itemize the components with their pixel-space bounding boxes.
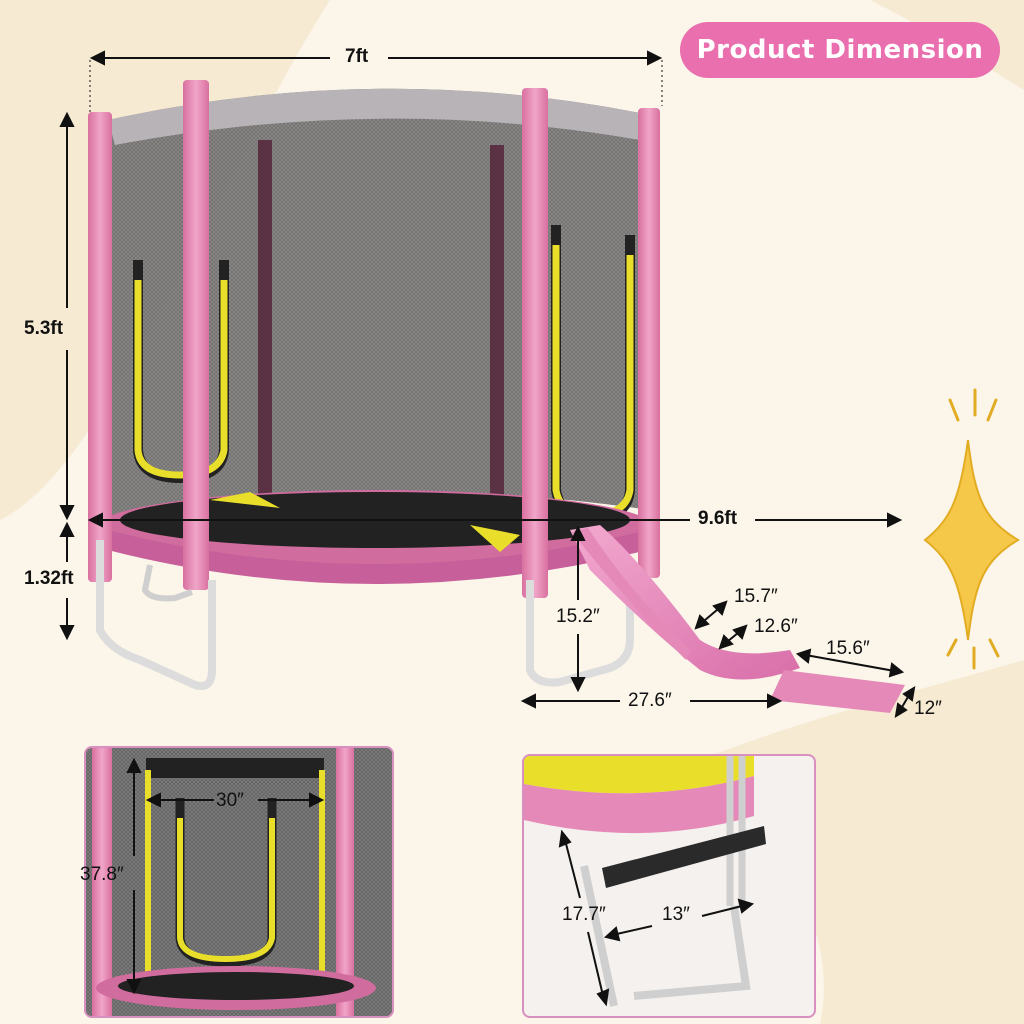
safety-net xyxy=(108,88,650,520)
slide xyxy=(570,525,905,713)
ladder-detail-panel xyxy=(522,754,816,1018)
sparkle-icon xyxy=(923,388,1020,670)
product-dimension-badge: Product Dimension xyxy=(680,22,1000,78)
leg-right xyxy=(526,570,634,687)
ladder-step xyxy=(602,826,766,888)
pole-far-right xyxy=(638,108,660,578)
door-detail-illustration xyxy=(86,748,392,1016)
dimension-width-top: 7ft xyxy=(345,46,369,67)
pole-front-right xyxy=(522,88,548,598)
net-top-rim xyxy=(108,88,650,145)
door-width: 30″ xyxy=(216,790,244,811)
dimension-slide-height: 15.2″ xyxy=(556,606,600,627)
dimension-mat-length: 15.6″ xyxy=(826,638,870,659)
door-detail-panel xyxy=(84,746,394,1018)
rear-pole-left xyxy=(258,140,272,510)
dimension-height-total: 5.3ft xyxy=(24,318,64,339)
dimension-height-leg: 1.32ft xyxy=(24,568,74,589)
pole-front-left xyxy=(183,80,209,590)
pole-far-left xyxy=(88,112,112,582)
rear-pole-right xyxy=(490,145,504,515)
door-height: 37.8″ xyxy=(80,864,124,885)
slide-landing-mat xyxy=(770,670,905,713)
background-shape-bottom-right xyxy=(700,660,1024,1024)
dimension-slide-run: 27.6″ xyxy=(628,690,672,711)
dimension-slide-top-width: 15.7″ xyxy=(734,586,778,607)
ladder-detail-illustration xyxy=(524,756,766,1007)
ladder-step-width: 13″ xyxy=(662,904,690,925)
dimension-mat-width: 12″ xyxy=(914,698,942,719)
background-shape-top-right xyxy=(870,0,1024,90)
dimension-overall-length: 9.6ft xyxy=(698,508,738,529)
dimension-slide-bottom-width: 12.6″ xyxy=(754,616,798,637)
leg-left xyxy=(96,540,216,690)
ladder-height: 17.7″ xyxy=(562,904,606,925)
dimension-lines xyxy=(59,50,916,718)
